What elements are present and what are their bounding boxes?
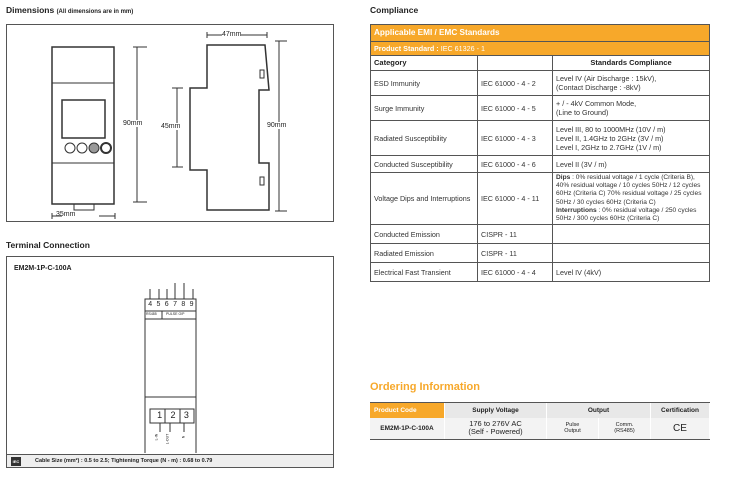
l-in-label: L-IN	[154, 433, 159, 441]
header-output: Output	[547, 403, 651, 418]
terminal-block-diagram	[144, 283, 197, 453]
ce-mark-icon: CE	[673, 422, 687, 434]
terminal-diagram: EM2M-1P-C-100A 4 5 6 7 8 9 RS485 PULSE O…	[6, 256, 334, 455]
bottom-pin-row: 1 2 3	[153, 410, 193, 420]
ordering-heading: Ordering Information	[370, 381, 480, 393]
terminal-heading: Terminal Connection	[6, 240, 90, 250]
height-side-label: 90mm	[267, 122, 287, 129]
terminal-pin: 5	[156, 301, 161, 308]
rail-label: 45mm	[161, 123, 181, 130]
header-compliance: Standards Compliance	[552, 55, 710, 71]
terminal-pin: 8	[181, 301, 186, 308]
header-product-code: Product Code	[370, 403, 445, 418]
terminal-pin: 7	[173, 301, 177, 308]
product-standard: Product Standard : IEC 61326 - 1	[370, 41, 710, 56]
pulse-group-label: PULSE O/P	[166, 312, 185, 316]
header-certification: Certification	[651, 403, 710, 418]
rs485-group-label: RS485	[146, 312, 157, 316]
l-out-label: L-OUT	[165, 433, 170, 445]
terminal-pin: 9	[189, 301, 194, 308]
width-front-label: 35mm	[56, 211, 76, 218]
table-row: EM2M-1P-C-100A 176 to 276V AC(Self - Pow…	[370, 418, 710, 439]
n-label: N	[181, 435, 186, 439]
emi-banner: Applicable EMI / EMC Standards	[370, 24, 710, 42]
terminal-pin: 1	[157, 410, 163, 420]
header-standard	[477, 55, 553, 71]
compliance-table: Applicable EMI / EMC Standards Product S…	[370, 24, 710, 283]
terminal-pin: 6	[164, 301, 169, 308]
terminal-model: EM2M-1P-C-100A	[14, 265, 72, 272]
compliance-heading: Compliance	[370, 5, 419, 15]
iec-logo-icon: IEC	[11, 457, 21, 466]
top-pin-row: 4 5 6 7 8 9	[146, 301, 196, 308]
dimensions-drawing: 90mm 35mm 47mm 45mm 90mm	[6, 24, 334, 222]
header-category: Category	[370, 55, 478, 71]
cable-size-footer: IEC Cable Size (mm²) : 0.5 to 2.5; Tight…	[6, 454, 334, 468]
dimensions-heading: Dimensions (All dimensions are in mm)	[6, 5, 134, 15]
height-front-label: 90mm	[123, 120, 143, 127]
terminal-pin: 4	[148, 301, 153, 308]
terminal-pin: 2	[170, 410, 176, 420]
depth-label: 47mm	[222, 31, 242, 38]
display-window	[61, 99, 106, 139]
front-view	[51, 46, 147, 211]
header-supply-voltage: Supply Voltage	[445, 403, 547, 418]
terminal-pin: 3	[183, 410, 189, 420]
